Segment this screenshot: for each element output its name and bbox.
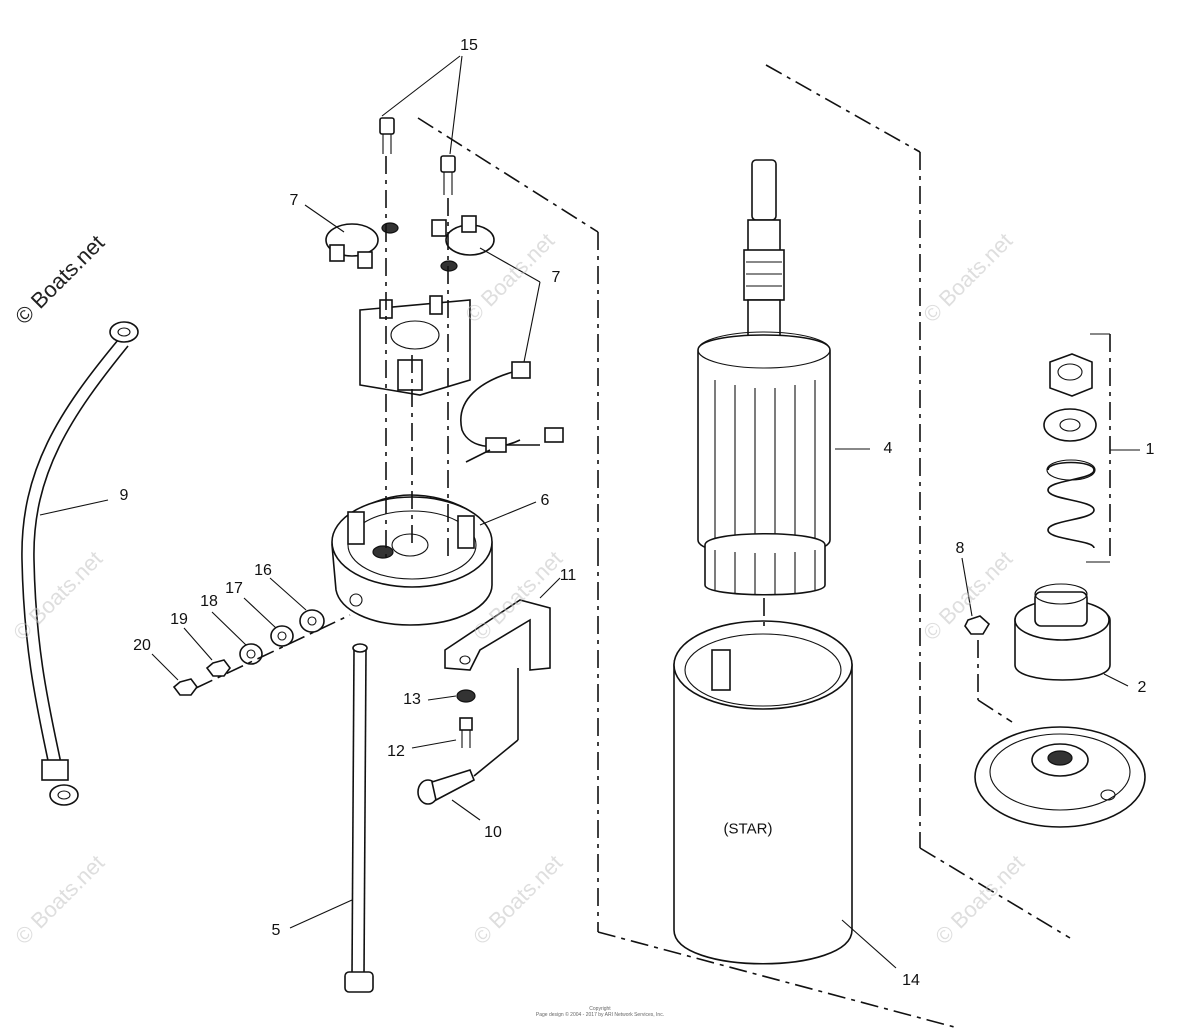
- part-label-7-brush: 7: [551, 269, 561, 286]
- part-label-2: 2: [1137, 679, 1147, 696]
- copyright-line-1: Copyright: [589, 1006, 611, 1012]
- part-label-4: 4: [883, 440, 893, 457]
- end-cap-6: [331, 494, 493, 626]
- part-label-11: 11: [559, 567, 577, 584]
- through-bolt-5: [344, 643, 374, 993]
- pinion-assembly-1: [1043, 353, 1097, 549]
- part-label-17: 17: [225, 580, 243, 597]
- housing-name-text: (STAR): [723, 820, 773, 838]
- part-label-16: 16: [254, 562, 272, 579]
- brush-lead-wire: [460, 361, 564, 463]
- part-label-13: 13: [403, 691, 421, 708]
- armature-4: [697, 159, 831, 596]
- copyright-line-2: Page design © 2004 - 2017 by ARI Network…: [535, 1012, 665, 1018]
- part-label-14: 14: [902, 972, 920, 989]
- drive-end-plate: [974, 726, 1146, 828]
- part-label-8: 8: [955, 540, 965, 557]
- part-label-1: 1: [1145, 441, 1155, 458]
- bracket-11: [444, 599, 551, 671]
- screw-15: [379, 117, 456, 195]
- copyright-notice: Copyright Page design © 2004 - 2017 by A…: [536, 1006, 664, 1018]
- part-label-19: 19: [170, 611, 188, 628]
- housing-14: [673, 620, 853, 965]
- part-label-6: 6: [540, 492, 550, 509]
- assembly-centerlines: [385, 64, 1111, 1029]
- washers-nuts-16-20: [172, 609, 351, 696]
- drive-gear-2: [1014, 583, 1111, 681]
- part-label-18: 18: [200, 593, 218, 610]
- nut-8: [964, 615, 991, 635]
- fasteners-10-12-13: [417, 668, 519, 805]
- brush-plate: [359, 295, 471, 396]
- part-label-7-ring: 7: [289, 192, 299, 209]
- battery-cable: [21, 321, 139, 806]
- retaining-ring-7: [325, 215, 495, 272]
- part-label-10: 10: [484, 824, 502, 841]
- part-label-9: 9: [119, 487, 129, 504]
- part-label-5: 5: [271, 922, 281, 939]
- part-label-12: 12: [387, 743, 405, 760]
- part-label-20: 20: [133, 637, 151, 654]
- leader-lines: [39, 55, 1140, 969]
- part-label-15: 15: [460, 37, 478, 54]
